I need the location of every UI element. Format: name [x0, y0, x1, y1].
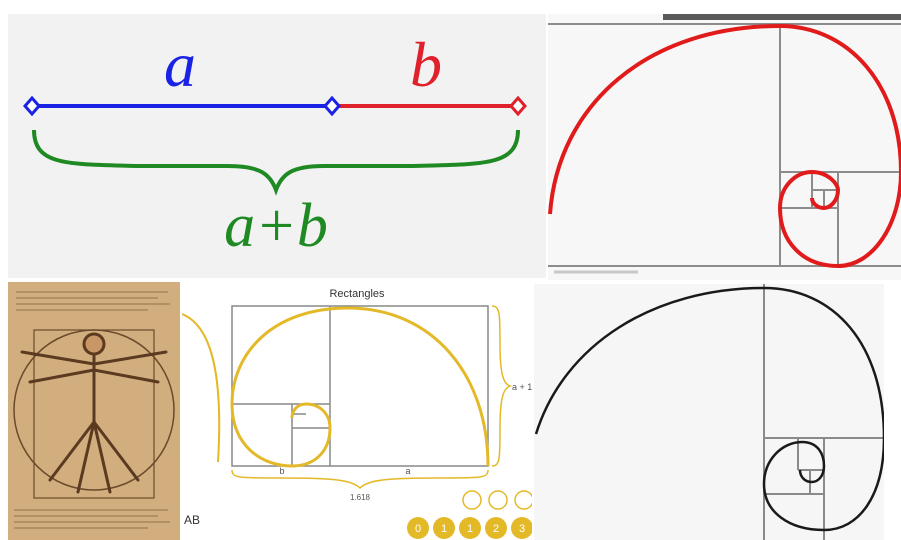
black-spiral-tile[interactable] [534, 284, 884, 540]
segment-a-label: a [164, 29, 196, 100]
red-golden-spiral [548, 23, 901, 274]
rectangles-diagram: Rectangles a + 1 b a 1.618 AB 0 1 1 2 3 [182, 288, 532, 539]
endpoint-middle-marker [323, 95, 341, 117]
side-label: a + 1 [512, 382, 532, 392]
vitruvian-man-image [8, 282, 180, 540]
control-button-1[interactable] [462, 490, 482, 510]
spiral-curve [548, 23, 901, 268]
number-buttons: 0 1 1 2 3 [407, 517, 532, 539]
label-a: a [405, 466, 410, 476]
control-button-3[interactable] [514, 490, 532, 510]
golden-ratio-diagram: a b a+b [23, 29, 527, 260]
number-button-label: 0 [415, 523, 421, 535]
number-button-label: 3 [519, 523, 525, 535]
bottom-brace [231, 469, 489, 490]
endpoint-left-marker [23, 95, 41, 117]
number-button-4[interactable] [511, 517, 532, 539]
label-b: b [279, 466, 284, 476]
control-button-2[interactable] [488, 490, 508, 510]
side-brace [491, 305, 513, 467]
black-golden-spiral [534, 284, 884, 540]
number-button-1[interactable] [433, 517, 455, 539]
number-button-0[interactable] [407, 517, 429, 539]
sum-brace [32, 129, 520, 196]
golden-ratio-diagram-tile[interactable]: a b a+b [8, 14, 546, 278]
segment-b-label: b [410, 29, 442, 100]
sum-label: a+b [224, 192, 328, 260]
partial-spiral-left [182, 313, 221, 463]
spiral-curve [534, 286, 884, 532]
bottom-label: 1.618 [350, 493, 371, 502]
number-button-2[interactable] [459, 517, 481, 539]
number-button-label: 1 [441, 523, 447, 535]
number-button-label: 2 [493, 523, 499, 535]
number-button-label: 1 [467, 523, 473, 535]
vitruvian-man-tile[interactable] [8, 282, 180, 540]
endpoint-right-marker [509, 95, 527, 117]
rectangles-title: Rectangles [329, 288, 385, 300]
red-spiral-tile[interactable] [548, 14, 901, 280]
number-button-3[interactable] [485, 517, 507, 539]
top-bar [663, 14, 901, 20]
spiral-curve-outer [837, 171, 901, 268]
rectangles-spiral-tile[interactable]: Rectangles a + 1 b a 1.618 AB 0 1 1 2 3 [182, 284, 532, 540]
gold-spiral [230, 306, 490, 468]
left-label: AB [184, 513, 200, 527]
